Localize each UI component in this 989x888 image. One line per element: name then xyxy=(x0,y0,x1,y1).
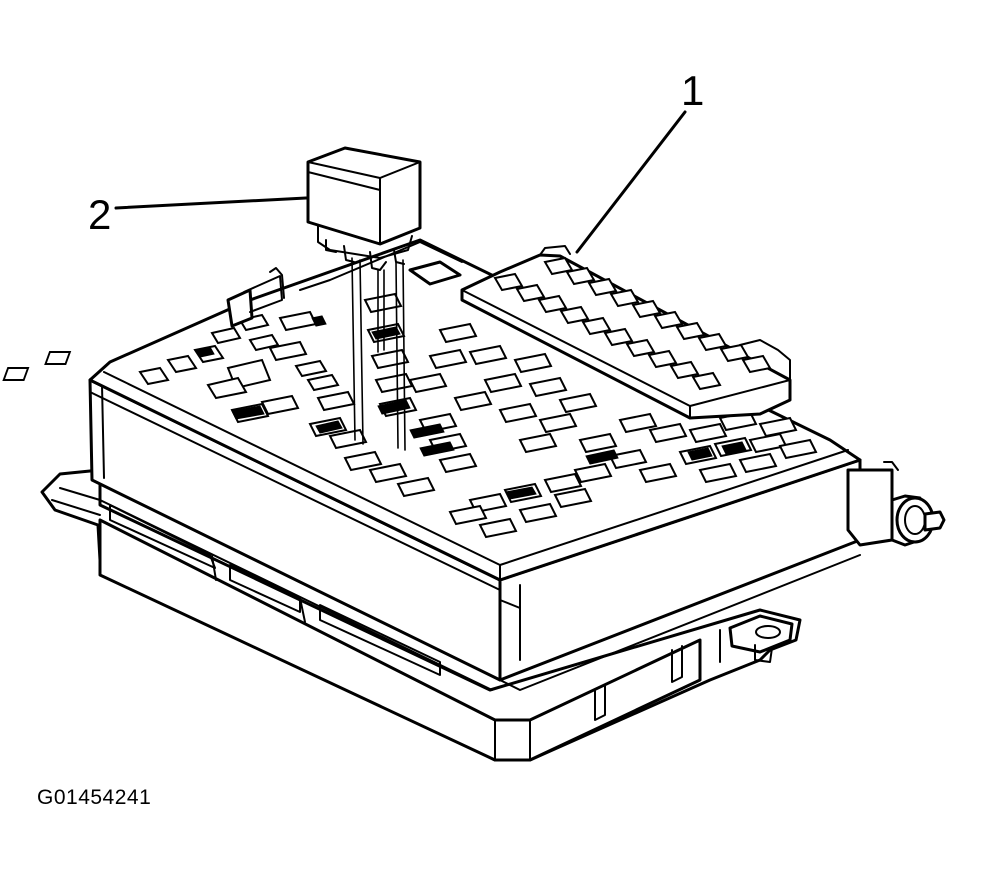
side-connector xyxy=(846,461,946,547)
callout-2-leader xyxy=(114,196,308,210)
callout-label-1: 1 xyxy=(681,67,705,114)
fuse-block-strip xyxy=(460,245,792,420)
figure-id-label: G01454241 xyxy=(37,786,152,809)
top-surface-cavities xyxy=(2,292,818,539)
relay xyxy=(306,146,422,451)
base-housing xyxy=(40,468,802,762)
callout-label-2: 2 xyxy=(88,191,112,238)
top-left-clips xyxy=(226,241,463,328)
callout-1-leader xyxy=(575,110,687,254)
